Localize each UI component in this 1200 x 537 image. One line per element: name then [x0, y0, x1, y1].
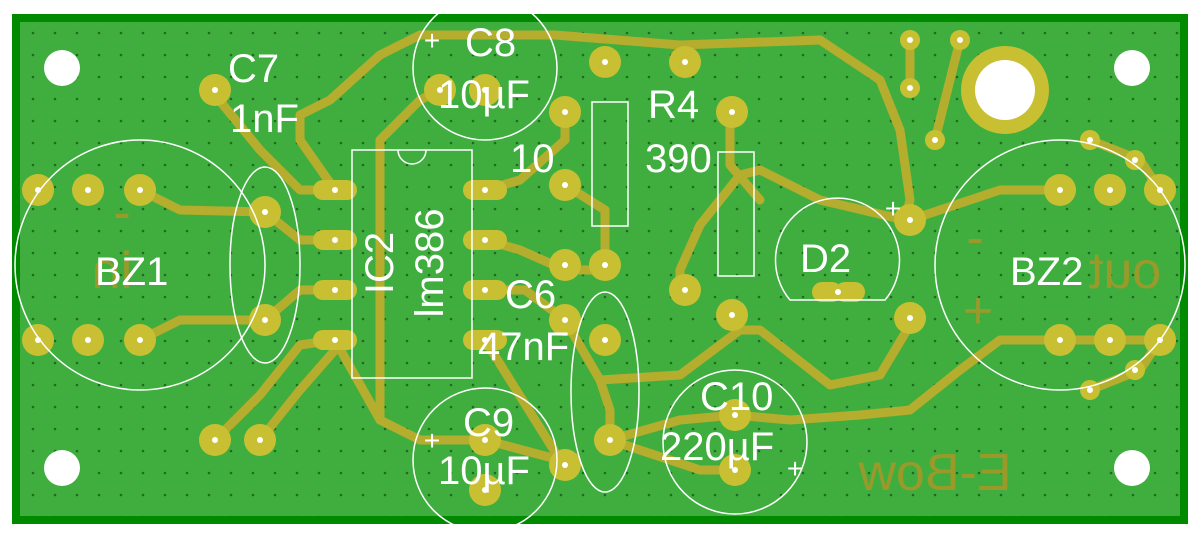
- c8-outline: [412, 0, 558, 141]
- r-outline: [591, 101, 629, 227]
- bz1-outline: [14, 139, 266, 391]
- r4-outline: [717, 151, 755, 277]
- copper-minus-left: -: [113, 184, 130, 242]
- label-c9-name: C9: [463, 401, 514, 445]
- pad-d2-1: [812, 282, 842, 302]
- label-ic2-name: IC2: [358, 232, 402, 294]
- d2-outline: [774, 197, 901, 301]
- label-c9-value: 10µF: [438, 449, 530, 493]
- silkscreen-outlines: [14, 0, 1186, 533]
- d2-plus-mark: +: [885, 193, 901, 224]
- ic2-outline: [351, 149, 473, 379]
- label-c6-name: C6: [505, 273, 556, 317]
- mount-hole-top-left: [44, 50, 80, 86]
- label-d2-name: D2: [800, 237, 851, 281]
- label-ten: 10: [510, 137, 555, 181]
- c9-outline: [412, 387, 558, 533]
- label-c8-value: 10µF: [438, 73, 530, 117]
- drill-holes: [35, 37, 1163, 493]
- mount-hole-bottom-right: [1114, 450, 1150, 486]
- label-bz2-name: BZ2: [1010, 250, 1083, 294]
- c6-outline: [570, 291, 640, 493]
- mount-hole-bottom-left: [44, 450, 80, 486]
- copper-text: in out E-Bow - - +: [92, 184, 1161, 502]
- mount-hole-top-right: [1114, 50, 1150, 86]
- label-c6-value: 47nF: [478, 325, 569, 369]
- label-c10-value: 220µF: [660, 425, 774, 469]
- c8-plus-mark: +: [424, 25, 440, 56]
- copper-text-ebow: E-Bow: [858, 444, 1012, 502]
- label-c8-name: C8: [465, 21, 516, 65]
- polarity-marks: + + + +: [424, 25, 901, 484]
- label-c7-name: C7: [228, 47, 279, 91]
- c10-plus-mark: +: [787, 453, 803, 484]
- c10-outline: [662, 369, 808, 515]
- label-c10-name: C10: [700, 375, 773, 419]
- label-r4-value: 390: [645, 137, 712, 181]
- label-r4-name: R4: [648, 83, 699, 127]
- pad-d2-2: [835, 282, 865, 302]
- bz2-outline: [934, 139, 1186, 391]
- label-c7-value: 1nF: [230, 97, 299, 141]
- bz1-inner-outline: [229, 166, 301, 364]
- ic2-notch: [397, 149, 427, 165]
- c9-plus-mark: +: [424, 425, 440, 456]
- copper-text-out: out: [1088, 242, 1161, 300]
- copper-minus-right: -: [966, 209, 983, 267]
- label-bz1-name: BZ1: [95, 250, 168, 294]
- label-ic2-value: lm386: [408, 209, 452, 318]
- copper-plus-right: +: [963, 282, 993, 340]
- copper-text-in: in: [92, 242, 132, 300]
- mount-hole-large: [975, 60, 1035, 120]
- silkscreen-labels: C7 1nF C8 10µF R4 390 10 IC2 lm386 C6 47…: [95, 21, 1083, 493]
